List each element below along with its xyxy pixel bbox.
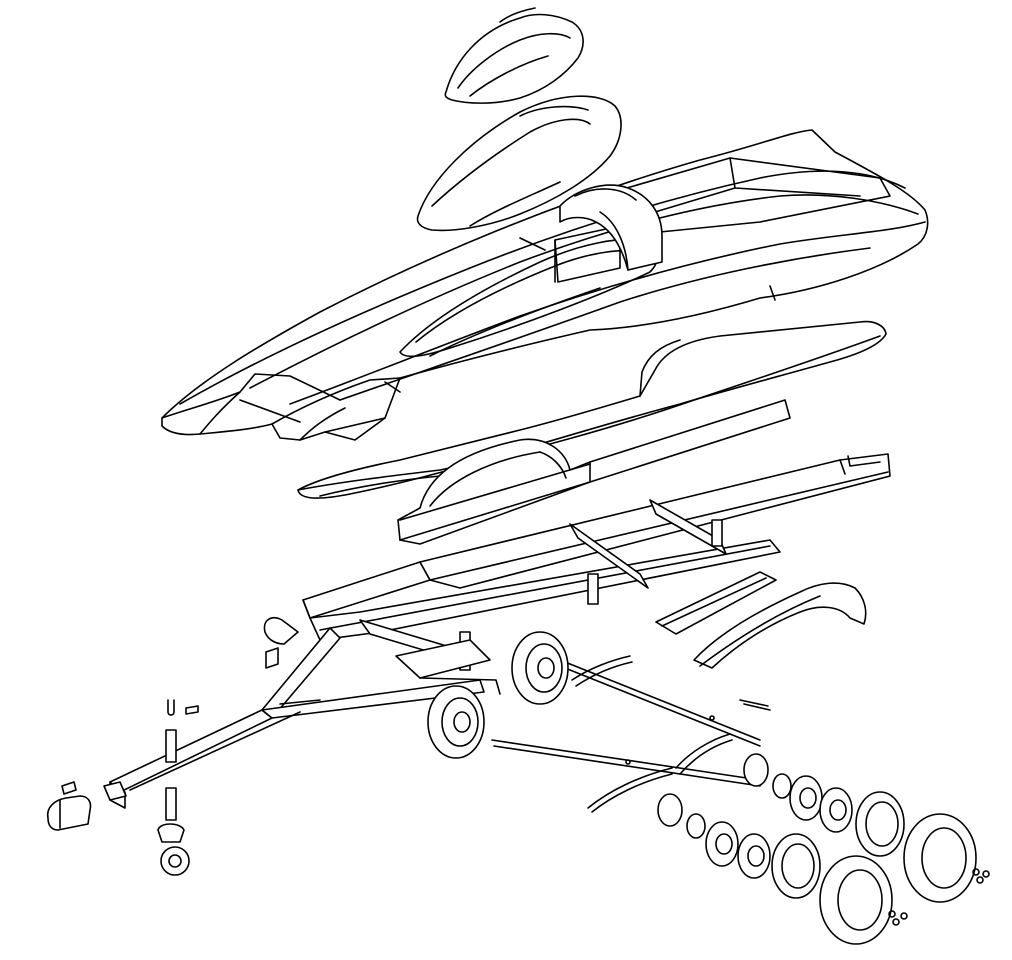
- hubs: [658, 754, 791, 838]
- canopy-middle: [418, 96, 622, 230]
- rims: [706, 776, 852, 878]
- fenders: [656, 572, 866, 668]
- bunk-board: [398, 400, 790, 544]
- lug-nuts: [889, 869, 989, 925]
- trailer-frame: [264, 454, 890, 694]
- mounted-wheels: [428, 632, 568, 758]
- cockpit-canopy: [560, 185, 662, 270]
- coupler: [48, 782, 126, 830]
- leaf-springs: [572, 656, 770, 812]
- tongue: [110, 628, 484, 808]
- tires: [772, 792, 976, 944]
- canopy-top: [445, 8, 583, 103]
- jockey-wheel: [161, 847, 189, 875]
- jack: [158, 700, 198, 842]
